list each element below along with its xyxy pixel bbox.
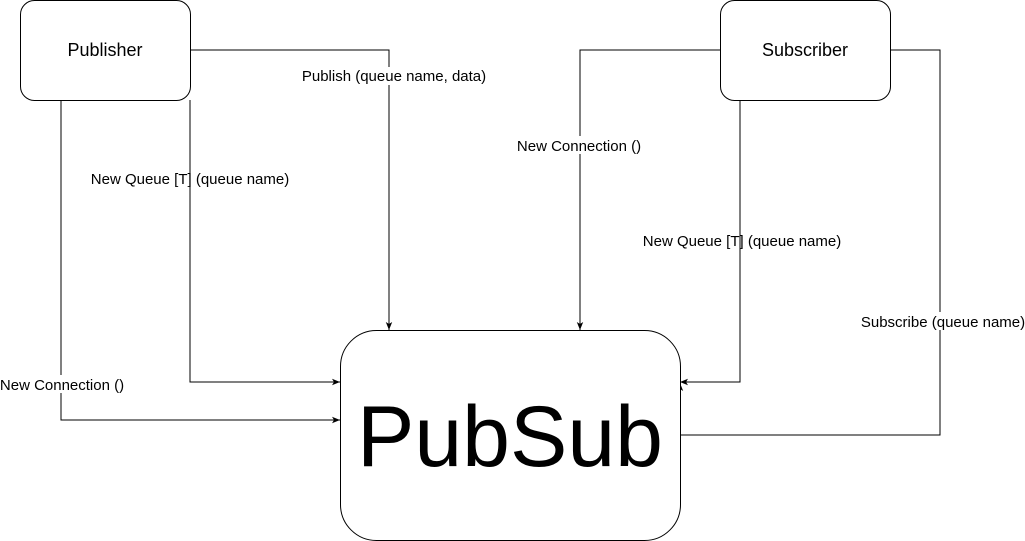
edge-label-publisher-new-connection: New Connection () — [0, 375, 125, 394]
edge-publisher-new-queue — [189, 100, 340, 386]
edge-label-subscriber-new-queue-text: New Queue [T] (queue name) — [643, 233, 841, 250]
edge-label-subscriber-new-connection: New Connection () — [516, 136, 643, 155]
edge-publish — [190, 49, 393, 330]
edge-label-publisher-new-queue: New Queue [T] (queue name) — [91, 171, 289, 188]
pubsub-label: PubSub — [357, 389, 663, 485]
subscriber-label: Subscriber — [762, 40, 848, 60]
subscriber-node[interactable]: Subscriber — [720, 0, 891, 101]
edge-label-subscriber-new-connection-text: New Connection () — [517, 138, 641, 155]
publisher-node[interactable]: Publisher — [20, 0, 191, 101]
pubsub-node[interactable]: PubSub — [340, 330, 681, 541]
publisher-label: Publisher — [67, 40, 142, 60]
edge-label-publish: Publish (queue name, data) — [301, 67, 487, 85]
edge-publisher-new-connection — [60, 100, 340, 424]
edge-subscriber-new-queue — [680, 100, 741, 386]
edge-label-subscriber-new-queue: New Queue [T] (queue name) — [643, 233, 841, 250]
edge-label-publish-text: Publish (queue name, data) — [302, 68, 486, 85]
edge-label-publisher-new-connection-text: New Connection () — [0, 377, 124, 394]
edge-label-subscribe: Subscribe (queue name) — [860, 312, 1025, 331]
edge-subscriber-new-connection — [576, 49, 720, 330]
edge-label-subscribe-text: Subscribe (queue name) — [861, 314, 1025, 331]
edge-label-publisher-new-queue-text: New Queue [T] (queue name) — [91, 171, 289, 188]
